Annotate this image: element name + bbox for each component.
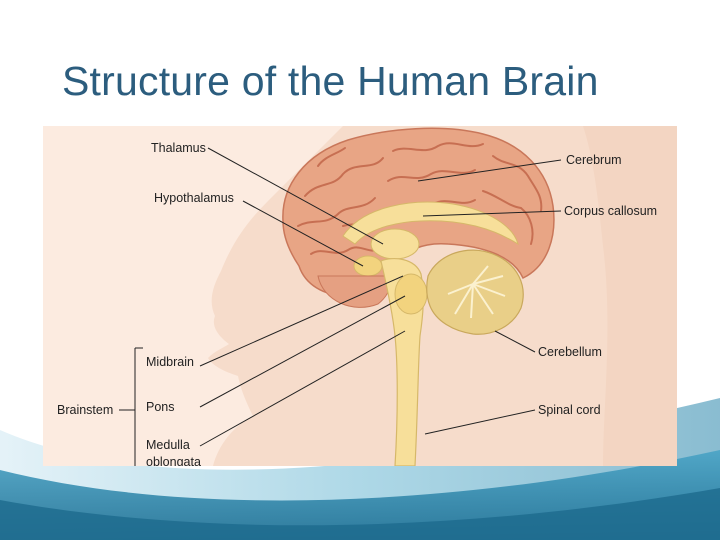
arbor-vitae (447, 265, 506, 319)
label-cerebellum: Cerebellum (538, 345, 602, 359)
brain-diagram: Thalamus Hypothalamus Cerebrum Corpus ca… (43, 126, 677, 466)
slide-title: Structure of the Human Brain (62, 58, 599, 104)
cerebellum-shape (426, 249, 524, 335)
hypothalamus-shape (353, 255, 383, 277)
label-oblongata: oblongata (146, 455, 201, 466)
corpus-callosum-shape (342, 201, 519, 246)
label-brainstem: Brainstem (57, 403, 113, 417)
label-cerebrum: Cerebrum (566, 153, 622, 167)
label-pons: Pons (146, 400, 175, 414)
label-midbrain: Midbrain (146, 355, 194, 369)
label-medulla: Medulla (146, 438, 190, 452)
label-spinal-cord: Spinal cord (538, 403, 601, 417)
label-hypothalamus: Hypothalamus (154, 191, 234, 205)
label-corpus-callosum: Corpus callosum (564, 204, 657, 218)
thalamus-shape (370, 228, 420, 260)
label-thalamus: Thalamus (151, 141, 206, 155)
leader-lines (119, 147, 562, 466)
